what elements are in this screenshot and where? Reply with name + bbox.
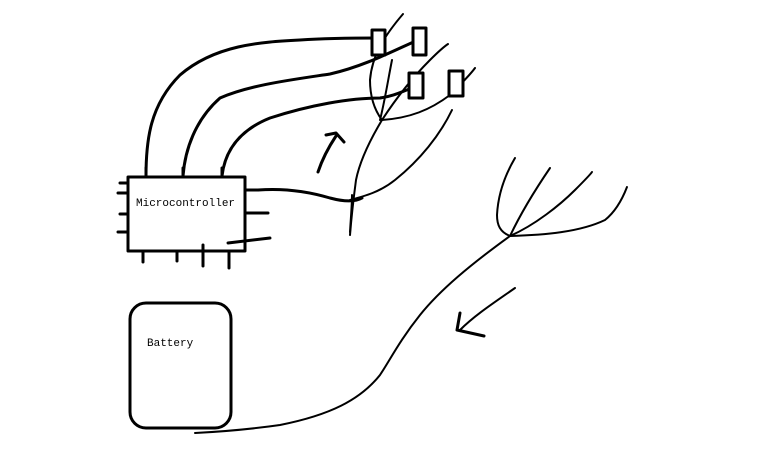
wire-to-sensor-2 <box>181 38 420 178</box>
fingertip-sensor-1 <box>370 28 387 57</box>
microcontroller-label: Microcontroller <box>136 198 236 210</box>
hand-finger-4 <box>379 59 393 121</box>
hand-palm-edge <box>349 109 453 201</box>
microcontroller-chip <box>126 175 247 253</box>
arrow-up-head <box>324 131 346 144</box>
fingertip-sensor-4 <box>447 69 465 98</box>
chip-pin <box>226 236 272 245</box>
hand-two-finger-2 <box>509 171 593 237</box>
hand-two-finger-3 <box>509 186 628 237</box>
battery-label: Battery <box>147 338 194 350</box>
hand-finger-2 <box>381 43 449 121</box>
fingertip-sensor-2 <box>411 26 428 57</box>
hand-two-thumb <box>496 157 516 237</box>
hand-finger-1 <box>369 13 404 121</box>
arrow-up <box>316 134 338 174</box>
hand-two-arm <box>194 235 511 434</box>
fingertip-sensor-3 <box>407 71 425 100</box>
wire-to-sensor-3 <box>220 85 417 178</box>
hand-wrist-mark <box>349 194 353 233</box>
arrow-down-left <box>459 287 516 331</box>
wire-to-hand <box>256 188 364 203</box>
arrow-down-left-head <box>455 311 486 338</box>
wire-to-sensor-1 <box>144 36 380 178</box>
hand-palm <box>349 119 383 236</box>
hand-two-finger-1 <box>509 167 551 237</box>
battery-box <box>128 301 233 430</box>
